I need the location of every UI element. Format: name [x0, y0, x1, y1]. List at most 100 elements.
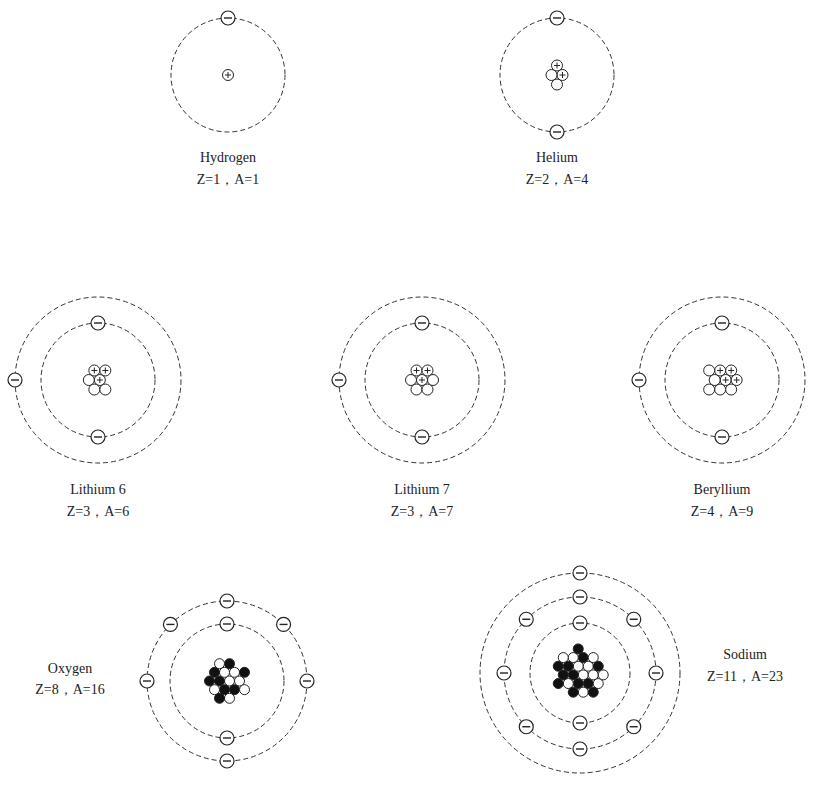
neutron	[552, 79, 563, 90]
minus-sign	[11, 379, 19, 380]
electron	[91, 316, 105, 330]
atomic-numbers: Z=1，A=1	[197, 172, 259, 189]
electron-circle	[221, 11, 235, 25]
element-name: Oxygen	[48, 661, 92, 678]
minus-sign	[630, 619, 638, 620]
electron	[519, 720, 533, 734]
electron-circle	[220, 754, 234, 768]
neutron	[428, 375, 439, 386]
nucleus	[553, 644, 608, 697]
minus-sign	[280, 624, 288, 625]
neutron	[225, 659, 235, 669]
atomic-numbers: Z=8，A=16	[35, 682, 104, 699]
plus-sign	[557, 62, 558, 68]
proton	[588, 653, 598, 663]
neutron	[411, 384, 422, 395]
proton	[215, 659, 225, 669]
orbit	[530, 623, 630, 723]
electron	[519, 612, 533, 626]
electron	[573, 616, 587, 630]
minus-sign	[576, 622, 584, 623]
minus-sign	[576, 722, 584, 723]
minus-sign	[553, 131, 561, 132]
proton	[715, 365, 726, 376]
neutron	[89, 384, 100, 395]
electron	[497, 666, 511, 680]
electron-circle	[497, 666, 511, 680]
electron-circle	[715, 430, 729, 444]
electron-circle	[519, 720, 533, 734]
neutron	[205, 676, 215, 686]
plus-sign	[720, 367, 721, 373]
electron	[415, 316, 429, 330]
electron	[91, 430, 105, 444]
minus-sign	[418, 436, 426, 437]
electron-circle	[715, 316, 729, 330]
minus-sign	[143, 680, 151, 681]
electron-circle	[415, 430, 429, 444]
neutron	[704, 365, 715, 376]
electron-circle	[140, 674, 154, 688]
electron-circle	[91, 316, 105, 330]
electron-circle	[627, 612, 641, 626]
electron	[415, 430, 429, 444]
proton	[558, 653, 568, 663]
electron-circle	[91, 430, 105, 444]
plus-sign	[736, 377, 737, 383]
electron-circle	[332, 373, 346, 387]
minus-sign	[576, 572, 584, 573]
minus-sign	[553, 17, 561, 18]
proton	[598, 670, 608, 680]
element-name: Helium	[536, 150, 578, 167]
proton	[240, 685, 250, 695]
minus-sign	[223, 737, 231, 738]
electron-circle	[415, 316, 429, 330]
element-name: Sodium	[723, 647, 767, 664]
minus-sign	[576, 748, 584, 749]
element-name: Lithium 6	[70, 482, 126, 499]
electron	[550, 125, 564, 139]
electron-circle	[550, 125, 564, 139]
orbit	[170, 624, 284, 738]
plus-sign	[105, 367, 106, 373]
electron-circle	[573, 566, 587, 580]
electron-circle	[519, 612, 533, 626]
neutron	[215, 693, 225, 703]
plus-sign	[99, 377, 100, 383]
electron-circle	[220, 731, 234, 745]
electron	[277, 617, 291, 631]
electron	[163, 617, 177, 631]
electron	[573, 742, 587, 756]
proton	[225, 693, 235, 703]
electron	[715, 316, 729, 330]
nucleus	[223, 70, 234, 81]
minus-sign	[303, 680, 311, 681]
plus-sign	[725, 377, 726, 383]
atomic-numbers: Z=3，A=6	[67, 504, 129, 521]
electron-circle	[573, 716, 587, 730]
electron	[220, 731, 234, 745]
proton	[552, 60, 563, 71]
electron	[627, 612, 641, 626]
minus-sign	[94, 322, 102, 323]
electron	[300, 674, 314, 688]
electron-circle	[220, 594, 234, 608]
element-name: Beryllium	[694, 482, 751, 499]
minus-sign	[718, 436, 726, 437]
proton	[89, 365, 100, 376]
plus-sign	[731, 367, 732, 373]
electron	[220, 754, 234, 768]
plus-sign	[427, 367, 428, 373]
minus-sign	[652, 672, 660, 673]
minus-sign	[94, 436, 102, 437]
minus-sign	[223, 623, 231, 624]
electron	[8, 373, 22, 387]
minus-sign	[224, 17, 232, 18]
nucleus	[83, 365, 111, 395]
neutron	[715, 384, 726, 395]
nucleus	[704, 365, 743, 395]
electron-circle	[627, 720, 641, 734]
electron	[573, 716, 587, 730]
